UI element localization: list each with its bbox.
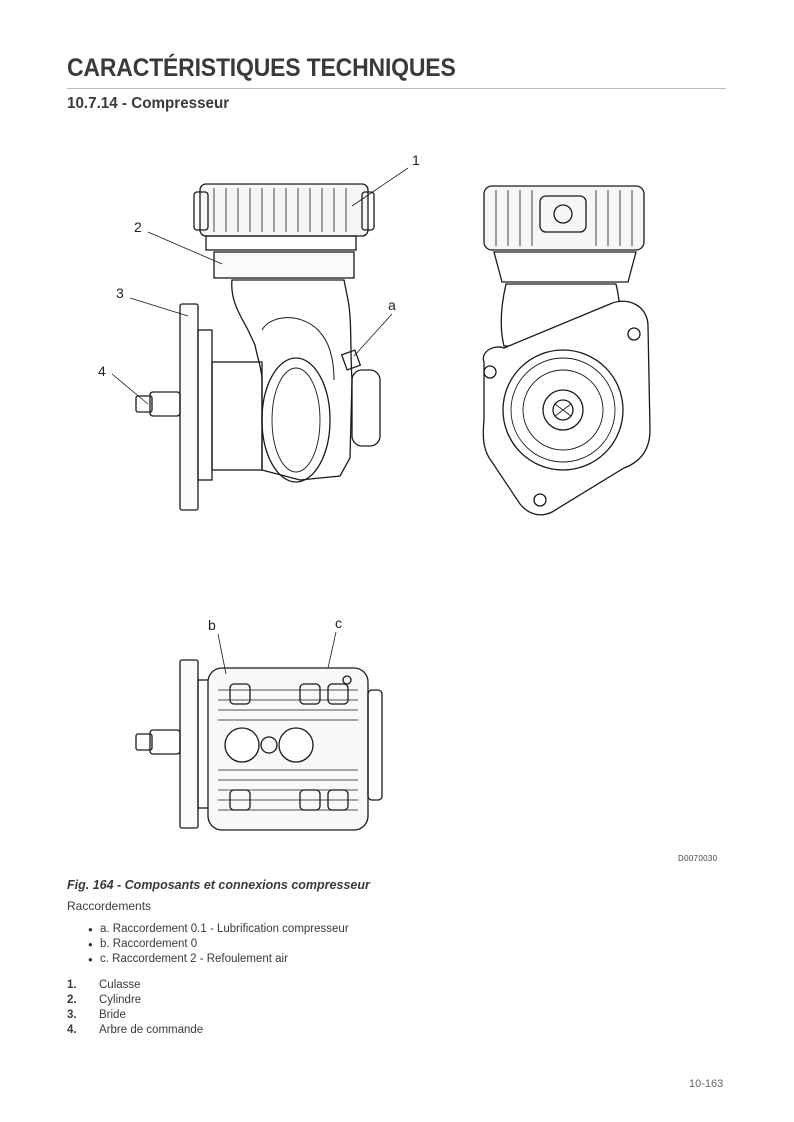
item-number: 4. [67, 1024, 77, 1036]
callout-b: b [208, 617, 216, 633]
item-label: Culasse [99, 979, 141, 991]
page-number: 10-163 [689, 1078, 724, 1090]
callout-3: 3 [116, 285, 124, 301]
item-number: 2. [67, 994, 77, 1006]
figure-code: D0070030 [678, 854, 718, 863]
connections-list: a. Raccordement 0.1 - Lubrification comp… [88, 922, 349, 967]
list-item: c. Raccordement 2 - Refoulement air [88, 952, 349, 967]
figure-caption: Fig. 164 - Composants et connexions comp… [67, 878, 370, 892]
connections-heading: Raccordements [67, 899, 152, 913]
item-label: Arbre de commande [99, 1024, 204, 1036]
compressor-figure: 1 2 3 4 a b c [98, 152, 651, 831]
item-number: 1. [67, 979, 77, 991]
section-title: 10.7.14 - Compresseur [67, 95, 230, 112]
callout-1: 1 [412, 152, 420, 168]
callout-2: 2 [134, 219, 142, 235]
top-view-drawing [135, 659, 383, 831]
list-item: 4. Arbre de commande [67, 1023, 203, 1038]
components-list: 1. Culasse 2. Cylindre 3. Bride 4. Arbre de … [67, 978, 203, 1038]
front-view-drawing [482, 185, 651, 516]
list-item: 3. Bride [67, 1008, 203, 1023]
callout-c: c [335, 615, 342, 631]
side-view-drawing [135, 183, 381, 511]
list-item: 1. Culasse [67, 978, 203, 993]
callout-4: 4 [98, 363, 106, 379]
item-label: Bride [99, 1009, 126, 1021]
list-item: b. Raccordement 0 [88, 937, 349, 952]
title-divider [67, 88, 726, 89]
list-item: 2. Cylindre [67, 993, 203, 1008]
list-item: a. Raccordement 0.1 - Lubrification comp… [88, 922, 349, 937]
page-title: CARACTÉRISTIQUES TECHNIQUES [67, 54, 456, 82]
callout-a: a [388, 297, 396, 313]
item-label: Cylindre [99, 994, 142, 1006]
item-number: 3. [67, 1009, 77, 1021]
